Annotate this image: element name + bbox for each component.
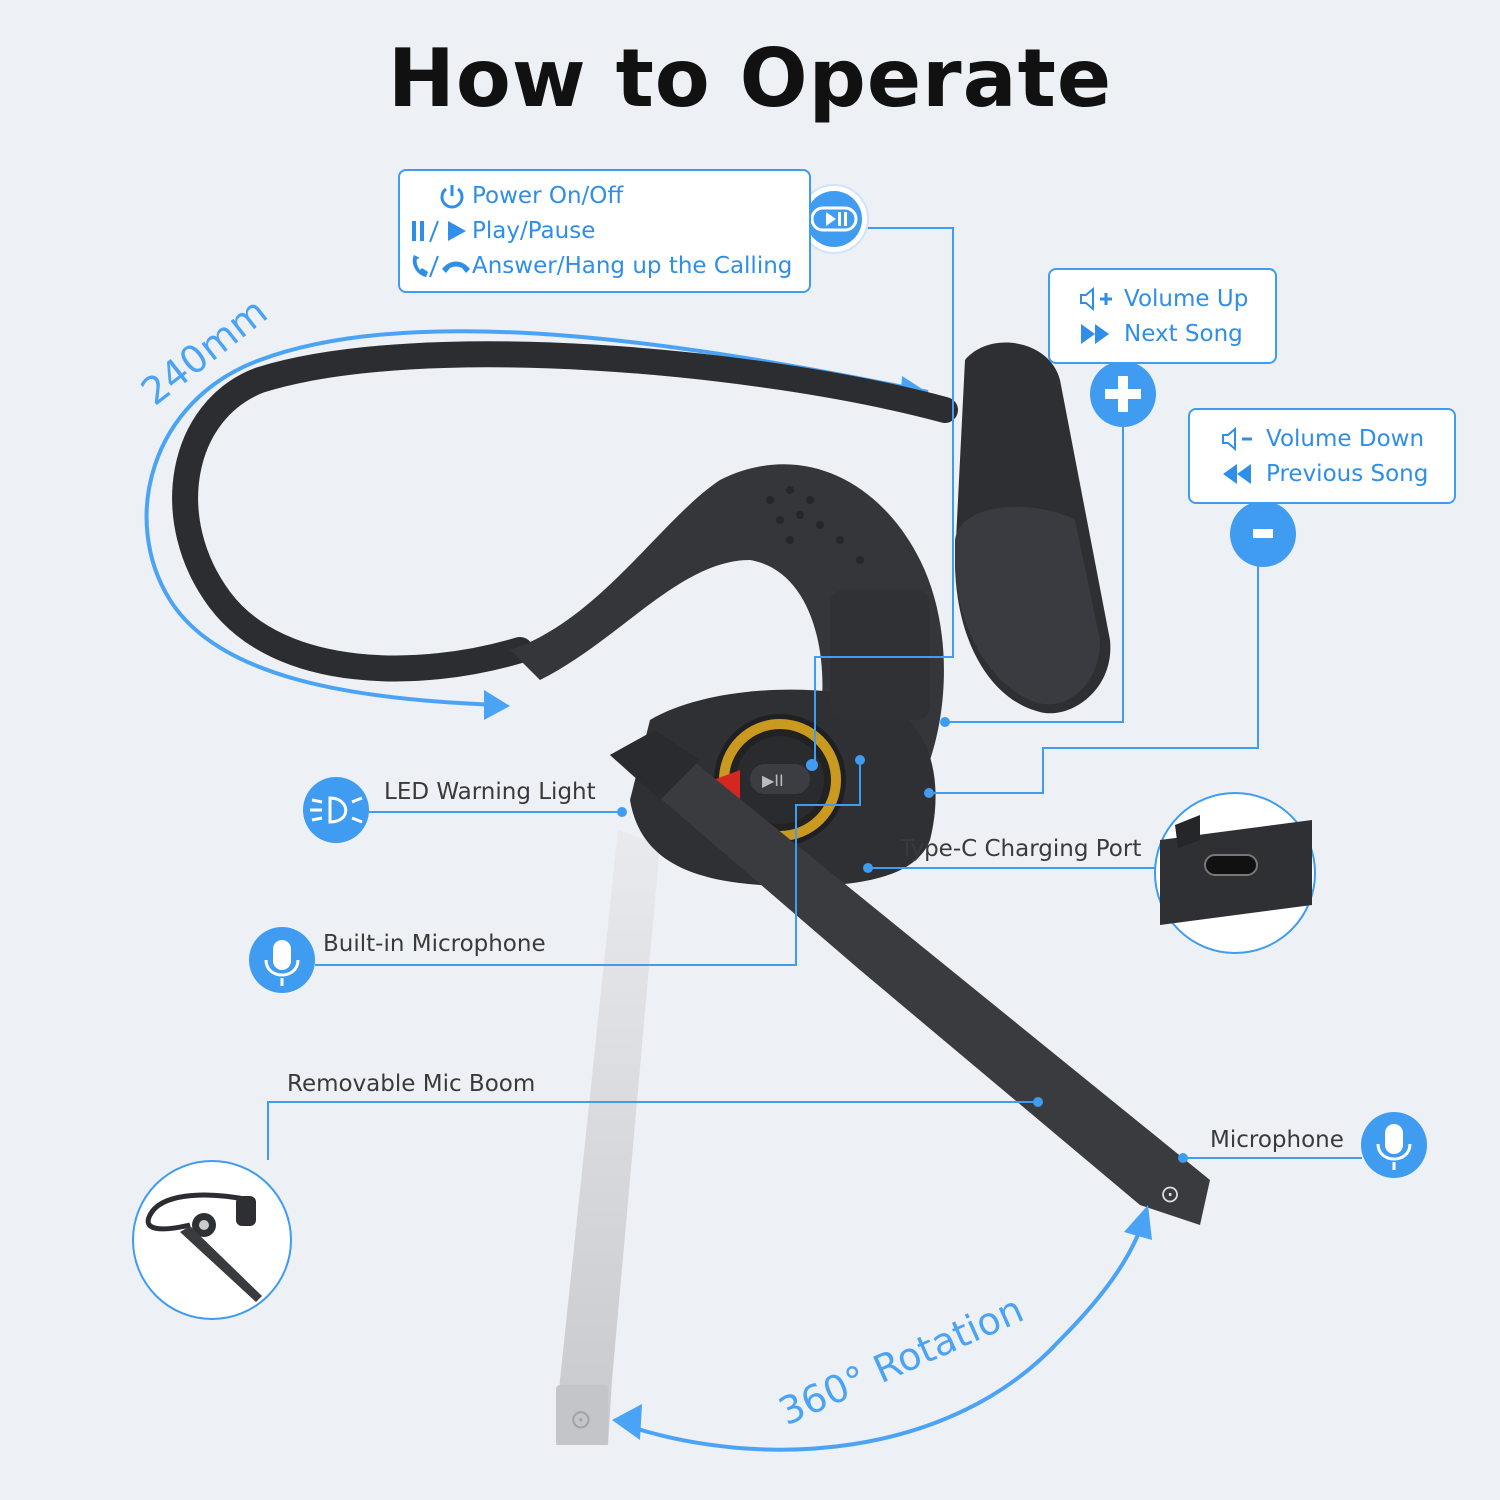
play-pause-label: Play/Pause (472, 217, 596, 244)
plus-badge (1090, 361, 1156, 427)
play-pause-icon (410, 218, 472, 244)
call-row: Answer/Hang up the Calling (410, 248, 809, 283)
svg-text:⊙: ⊙ (1160, 1180, 1180, 1208)
page-title: How to Operate (387, 32, 1113, 125)
next-song-label: Next Song (1124, 320, 1243, 347)
rotation-arc (624, 1214, 1147, 1452)
led-warning-light-label: LED Warning Light (384, 779, 596, 805)
length-dimension-arc (144, 329, 929, 707)
removable-mic-boom-label: Removable Mic Boom (287, 1071, 536, 1097)
volume-down-box: Volume Down Previous Song (1188, 408, 1456, 504)
volume-up-label: Volume Up (1124, 285, 1249, 312)
svg-text:▶II: ▶II (762, 771, 784, 790)
phone-answer-hangup-icon (410, 253, 472, 279)
svg-text:⊙: ⊙ (570, 1405, 592, 1435)
builtin-microphone-icon (249, 927, 315, 993)
volume-up-row: Volume Up (1078, 281, 1275, 316)
neckband-cable (172, 341, 958, 682)
volume-up-box: Volume Up Next Song (1048, 268, 1277, 364)
microphone-label: Microphone (1210, 1127, 1344, 1153)
next-song-row: Next Song (1078, 316, 1275, 351)
builtin-microphone-label: Built-in Microphone (323, 931, 546, 957)
type-c-port-inset (1154, 792, 1316, 954)
volume-down-icon (1220, 426, 1266, 452)
fast-forward-icon (1078, 321, 1124, 347)
microphone-icon (1361, 1112, 1427, 1178)
led-light-icon (303, 777, 369, 843)
power-icon (410, 183, 472, 209)
rewind-icon (1220, 461, 1266, 487)
power-label: Power On/Off (472, 182, 624, 209)
power-row: Power On/Off (410, 178, 809, 213)
mic-boom (610, 730, 1210, 1225)
ghost-mic-boom (556, 830, 660, 1445)
play-pause-row: Play/Pause (410, 213, 809, 248)
previous-song-row: Previous Song (1220, 456, 1454, 491)
main-button-function-box: Power On/Off Play/Pause Answer/Hang up t… (398, 169, 811, 293)
previous-song-label: Previous Song (1266, 460, 1429, 487)
minus-badge (1230, 501, 1296, 567)
volume-down-label: Volume Down (1266, 425, 1425, 452)
volume-up-icon (1078, 286, 1124, 312)
headset-overview-inset (132, 1160, 292, 1320)
volume-down-row: Volume Down (1220, 421, 1454, 456)
play-pause-badge (799, 184, 869, 254)
type-c-port-label: Type-C Charging Port (900, 836, 1142, 862)
call-label: Answer/Hang up the Calling (472, 252, 793, 279)
